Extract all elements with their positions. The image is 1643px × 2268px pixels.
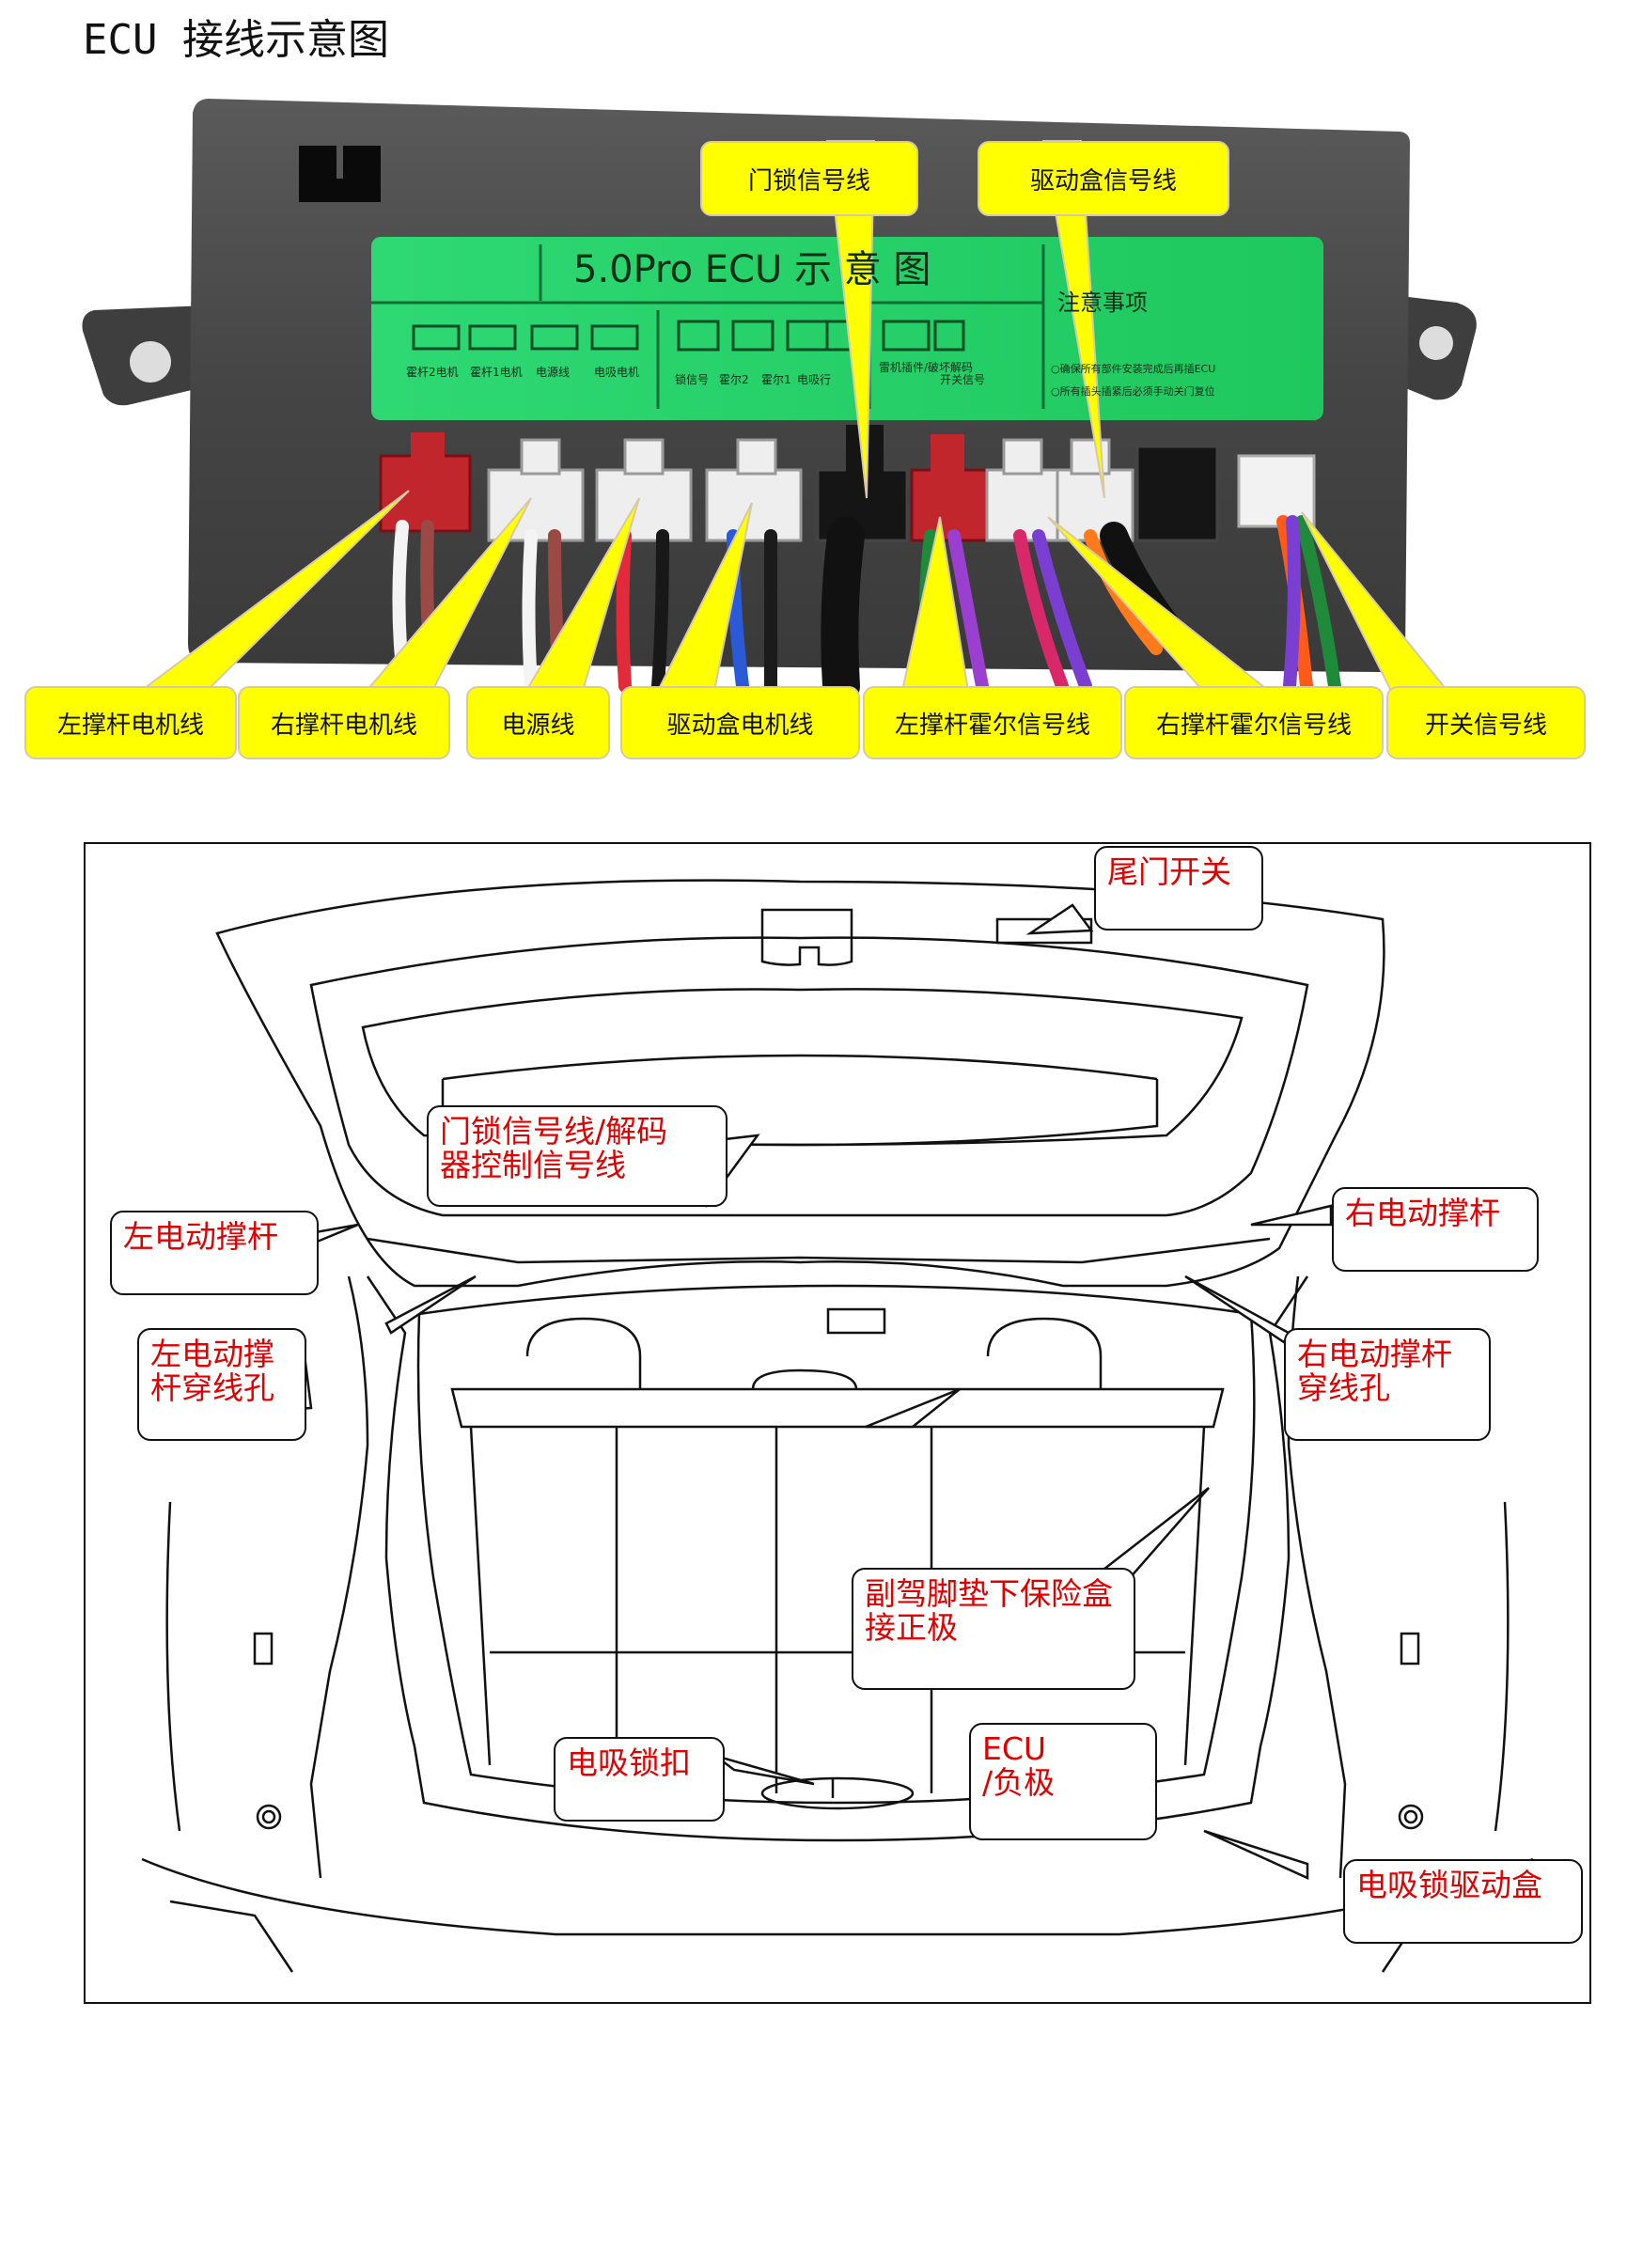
- car-diagram-frame: 尾门开关 门锁信号线/解码 器控制信号线 左电动撑杆 左电动撑 杆穿线孔 右电动…: [84, 842, 1591, 2004]
- ecu-port-label: 霍尔2: [719, 372, 749, 386]
- label-tail-switch: 尾门开关: [1094, 846, 1263, 931]
- label-switch-signal: 开关信号线: [1386, 686, 1586, 759]
- ecu-port-label: 霍杆2电机: [406, 366, 459, 379]
- notice-line-1: ○确保所有部件安装完成后再插ECU: [1051, 362, 1215, 375]
- callout-pointers: [137, 140, 1450, 692]
- label-right-strut: 右电动撑杆: [1332, 1187, 1539, 1272]
- ecu-port-label: 电吸电机: [594, 366, 639, 379]
- ecu-port-label: 电吸行: [797, 373, 831, 386]
- label-drive-box-motor: 驱动盒电机线: [620, 686, 860, 759]
- ecu-port-labels: 霍杆2电机 霍杆1电机 电源线 电吸电机 锁信号 霍尔2 霍尔1 电吸行 雷机插…: [406, 360, 985, 386]
- label-ecu-negative: ECU /负极: [969, 1723, 1157, 1840]
- label-ecu-line-1: ECU: [982, 1730, 1047, 1767]
- ecu-port-label: 锁信号: [675, 372, 709, 386]
- notice-title: 注意事项: [1057, 289, 1148, 316]
- ecu-port-label: 雷机插件/破坏解码: [879, 360, 973, 374]
- label-fuse-line-1: 副驾脚垫下保险盒: [865, 1575, 1113, 1612]
- ecu-photo-panel: 5.0Pro ECU 示 意 图 霍杆2电机 霍杆1电机 电源线 电吸电机 锁信…: [0, 85, 1643, 780]
- ecu-port-label: 霍杆1电机: [470, 366, 523, 379]
- label-right-hole-line-1: 右电动撑杆: [1297, 1336, 1452, 1372]
- label-left-hole-line-1: 左电动撑: [150, 1336, 274, 1372]
- label-left-hole-line-2: 杆穿线孔: [150, 1369, 274, 1406]
- label-door-lock-signal: 门锁信号线: [700, 141, 918, 216]
- label-fuse-line-2: 接正极: [865, 1609, 958, 1646]
- ecu-port-label: 霍尔1: [761, 372, 791, 386]
- label-power: 电源线: [466, 686, 610, 759]
- label-left-hall-signal: 左撑杆霍尔信号线: [863, 686, 1122, 759]
- ecu-port-label: 电源线: [536, 366, 570, 379]
- label-door-lock-decoder: 门锁信号线/解码 器控制信号线: [427, 1105, 728, 1207]
- wire-bundle: [392, 515, 1341, 705]
- label-left-strut: 左电动撑杆: [110, 1211, 319, 1295]
- board-port-icons: [412, 320, 965, 352]
- ecu-illustration: 5.0Pro ECU 示 意 图 霍杆2电机 霍杆1电机 电源线 电吸电机 锁信…: [82, 99, 1477, 705]
- label-right-hole-line-2: 穿线孔: [1297, 1369, 1390, 1406]
- label-door-lock-line-2: 器控制信号线: [440, 1147, 626, 1183]
- label-right-strut-hole: 右电动撑杆 穿线孔: [1284, 1328, 1491, 1441]
- connector-row: [379, 425, 1316, 542]
- car-callout-tails: [276, 903, 1333, 1880]
- label-drive-box-signal: 驱动盒信号线: [978, 141, 1229, 216]
- label-left-strut-motor: 左撑杆电机线: [24, 686, 237, 759]
- label-latch: 电吸锁扣: [554, 1737, 725, 1822]
- label-door-lock-line-1: 门锁信号线/解码: [440, 1113, 668, 1150]
- ecu-port-label: 开关信号: [940, 373, 985, 386]
- notice-line-2: ○所有插头插紧后必须手动关门复位: [1051, 384, 1215, 398]
- page-title: ECU 接线示意图: [83, 16, 389, 64]
- label-left-strut-hole: 左电动撑 杆穿线孔: [137, 1328, 306, 1441]
- label-ecu-line-2: /负极: [982, 1764, 1056, 1801]
- ecu-board-title: 5.0Pro ECU 示 意 图: [573, 248, 931, 291]
- label-right-hall-signal: 右撑杆霍尔信号线: [1124, 686, 1384, 759]
- label-right-strut-motor: 右撑杆电机线: [238, 686, 450, 759]
- label-fuse-box: 副驾脚垫下保险盒 接正极: [852, 1568, 1135, 1690]
- label-latch-drive-box: 电吸锁驱动盒: [1343, 1859, 1583, 1944]
